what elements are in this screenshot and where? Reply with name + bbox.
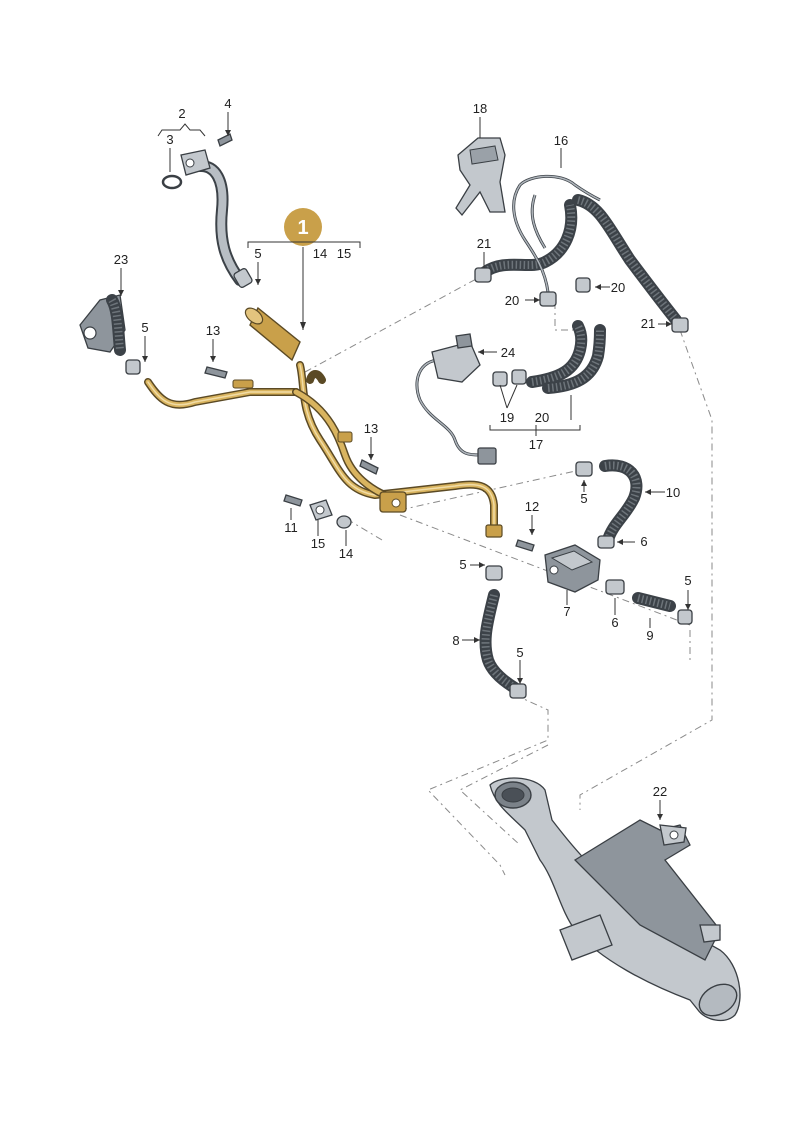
left-hose-23: [79, 294, 141, 375]
label-21: 21: [641, 316, 655, 331]
label-15: 15: [311, 536, 325, 551]
label-13: 13: [364, 421, 378, 436]
label-12: 12: [525, 499, 539, 514]
label-5: 5: [459, 557, 466, 572]
label-3: 3: [166, 132, 173, 147]
label-14: 14: [313, 246, 327, 261]
pump-group: [479, 459, 693, 699]
label-16: 16: [554, 133, 568, 148]
leader-lines: [120, 112, 689, 820]
main-part-number: 1: [297, 217, 308, 239]
main-part-badge: 1: [284, 208, 322, 246]
label-6: 6: [611, 615, 618, 630]
label-13: 13: [206, 323, 220, 338]
label-24: 24: [501, 345, 515, 360]
label-22: 22: [653, 784, 667, 799]
label-18: 18: [473, 101, 487, 116]
label-20: 20: [505, 293, 519, 308]
label-21: 21: [477, 236, 491, 251]
bracket-18: [455, 137, 506, 217]
label-5: 5: [580, 491, 587, 506]
label-4: 4: [224, 96, 231, 111]
label-7: 7: [563, 604, 570, 619]
label-5: 5: [684, 573, 691, 588]
label-5: 5: [254, 246, 261, 261]
label-19: 19: [500, 410, 514, 425]
label-5: 5: [141, 320, 148, 335]
label-14: 14: [339, 546, 353, 561]
valve-24: [415, 320, 606, 465]
main-coolant-pipe: [144, 306, 503, 538]
label-5: 5: [516, 645, 523, 660]
label-20: 20: [535, 410, 549, 425]
label-2: 2: [178, 106, 185, 121]
label-15: 15: [337, 246, 351, 261]
part-labels: 2 3 4 5 14 15 23 5 13 13 11 15 14 18 16 …: [114, 96, 692, 799]
fasteners: [204, 366, 535, 552]
label-17: 17: [529, 437, 543, 452]
label-9: 9: [646, 628, 653, 643]
label-23: 23: [114, 252, 128, 267]
cooler-22: [489, 777, 741, 1022]
upper-coolant-hose: [161, 133, 253, 288]
label-11: 11: [284, 520, 298, 535]
label-10: 10: [666, 485, 680, 500]
label-8: 8: [452, 633, 459, 648]
label-6: 6: [640, 534, 647, 549]
label-20: 20: [611, 280, 625, 295]
arrow-heads: [118, 130, 691, 820]
hose-group-16: [474, 174, 689, 333]
